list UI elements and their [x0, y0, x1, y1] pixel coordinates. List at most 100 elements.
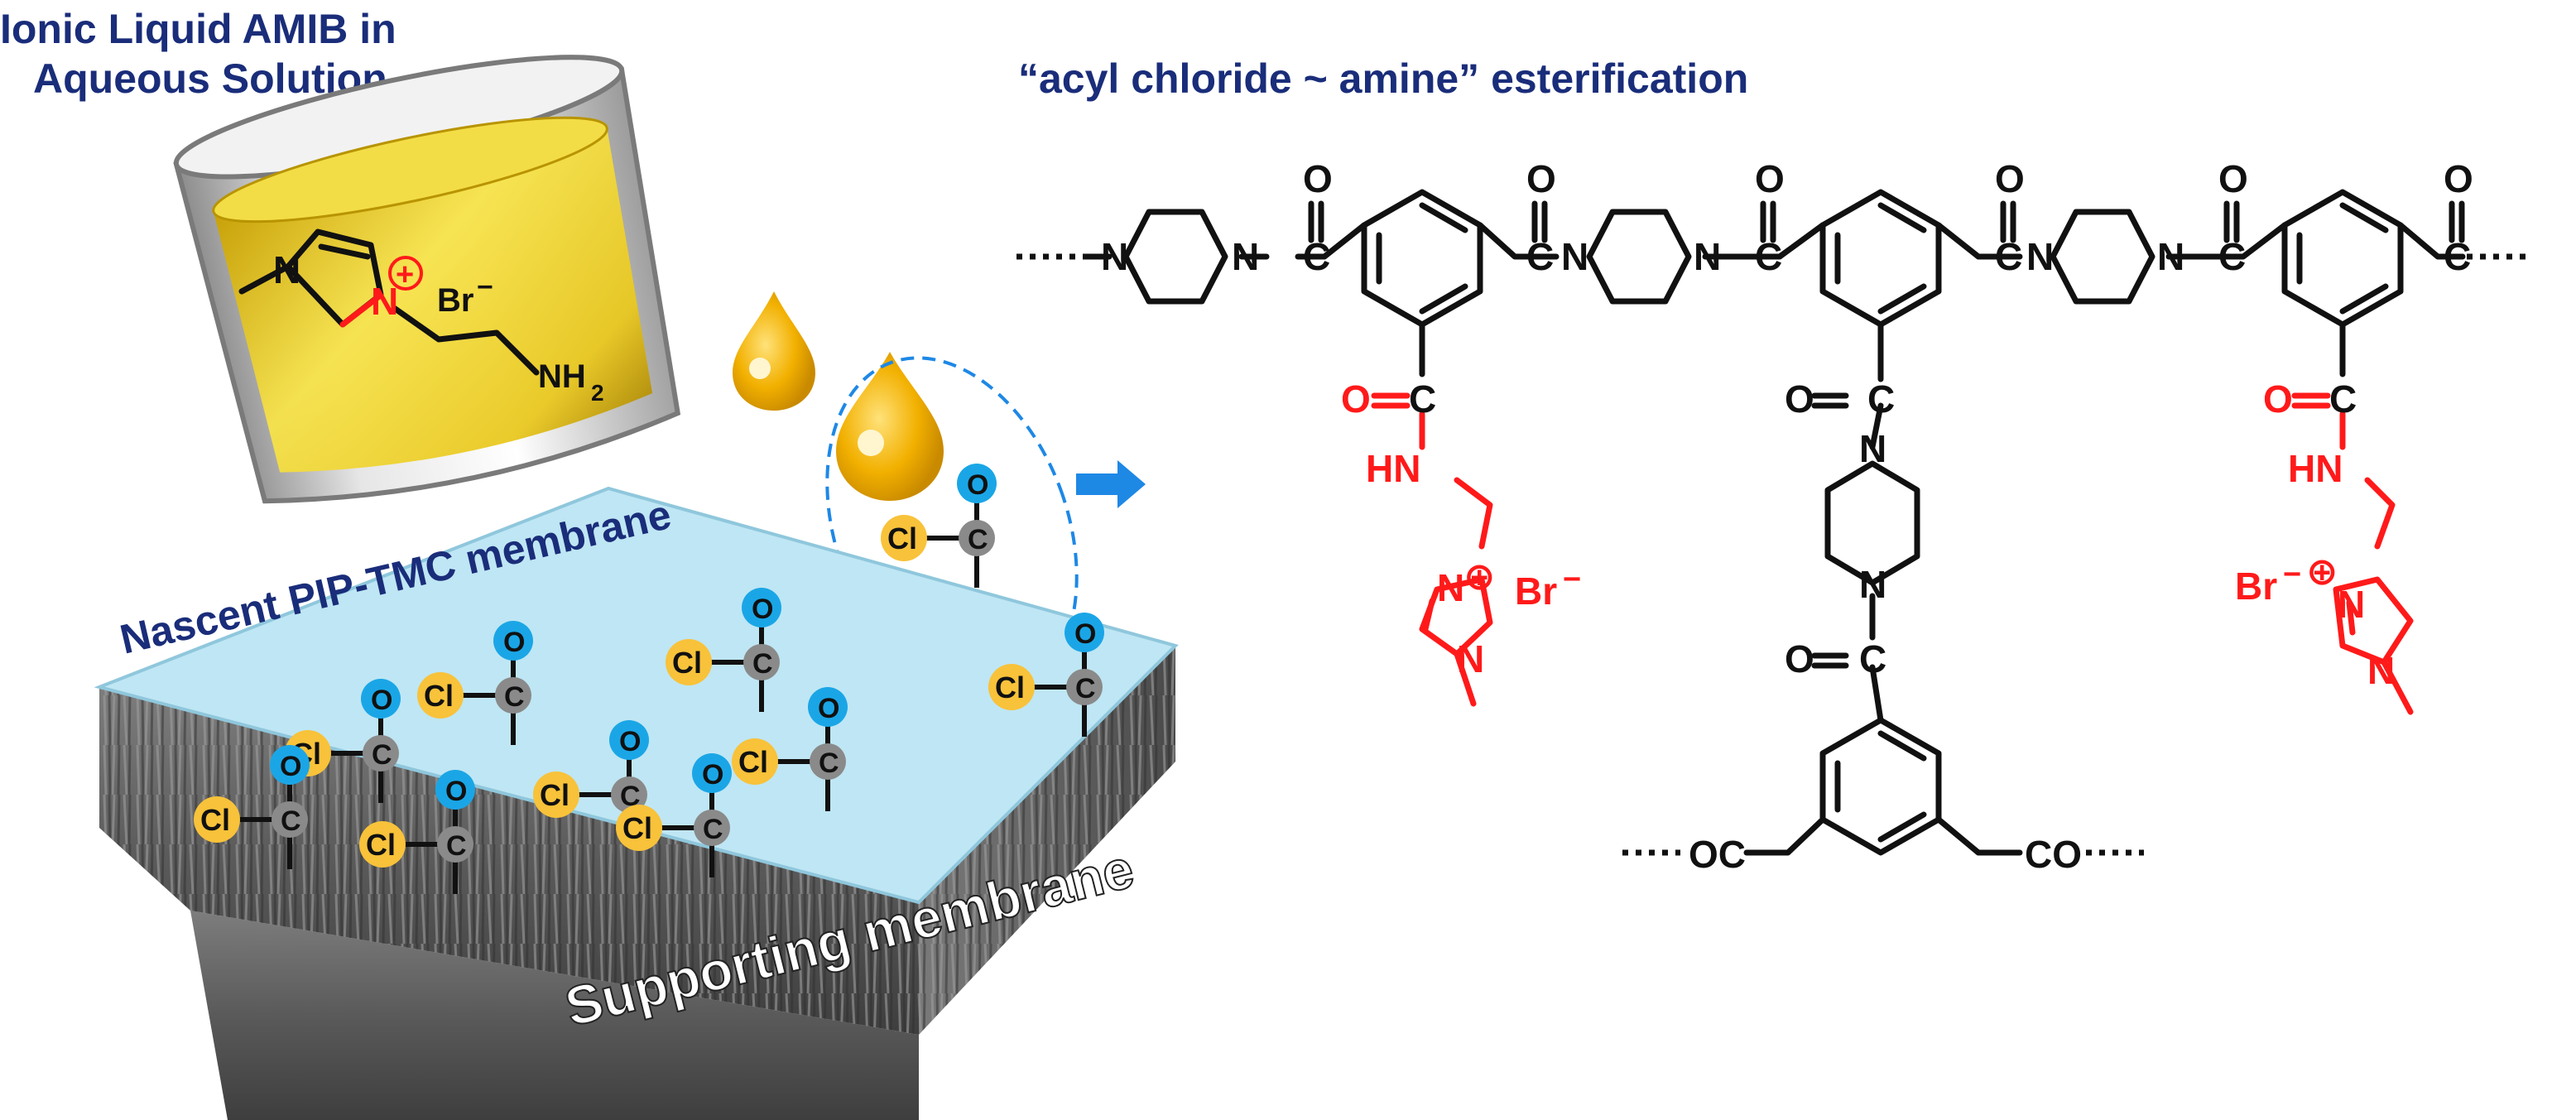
side1-atom-o: O [1341, 377, 1371, 421]
chlorine-label: Cl [995, 671, 1025, 704]
chlorine-label: Cl [738, 745, 768, 779]
carbon-label: C [703, 814, 723, 845]
atom-o-3: O [1755, 157, 1785, 200]
atom-n-1: N [1101, 235, 1128, 278]
atom-n-8: N [1859, 563, 1886, 606]
amib-molecule: N N + Br − NH 2 [238, 228, 604, 406]
cup-bromide: Br [437, 282, 473, 319]
chlorine-atom [881, 515, 927, 561]
oxygen-atom [270, 745, 310, 785]
acyl-chloride-group: Cl CO [881, 464, 997, 588]
oxygen-label: O [503, 627, 525, 658]
side2-bromide: Br [2235, 565, 2277, 608]
carbon-atom [694, 810, 730, 846]
carbon-atom [495, 677, 531, 714]
atom-co: CO [2025, 833, 2082, 876]
side1-atom-n2: N [1457, 637, 1484, 680]
oxygen-atom [808, 687, 848, 727]
chlorine-atom [359, 821, 406, 868]
title-ionic-liquid: Ionic Liquid AMIB in [0, 6, 396, 52]
benzene-4 [1819, 717, 1942, 856]
oxygen-atom [493, 621, 533, 661]
cup-nitrogen-1: N [273, 248, 300, 291]
title-esterification: “acyl chloride ~ amine” esterification [1018, 55, 1748, 102]
atom-c-1: C [1303, 235, 1330, 278]
beaker-illustration [173, 55, 681, 504]
oxygen-label: O [967, 469, 988, 501]
oxygen-atom [609, 720, 649, 760]
atom-c-7: C [1867, 377, 1895, 421]
chlorine-label: Cl [200, 803, 230, 837]
side1-bromide: Br [1515, 570, 1557, 613]
carbon-label: C [968, 524, 988, 555]
oxygen-atom [435, 770, 475, 810]
carbon-label: C [819, 747, 839, 779]
oxygen-atom [692, 753, 732, 793]
oxygen-label: O [280, 751, 301, 782]
carbon-atom [611, 776, 647, 813]
side2-atom-n: N [2338, 583, 2365, 626]
side1-atom-c: C [1409, 377, 1436, 421]
side2-atom-c: C [2329, 377, 2357, 421]
atom-n-4: N [1694, 235, 1721, 278]
atom-c-3: C [1755, 235, 1782, 278]
oxygen-label: O [1074, 618, 1096, 650]
carbon-label: C [504, 681, 525, 713]
oxygen-label: O [702, 759, 723, 791]
oxygen-atom [1065, 613, 1104, 652]
carbon-atom [437, 826, 473, 863]
atom-n-2: N [1232, 235, 1259, 278]
acyl-chloride-group: Cl CO [616, 753, 732, 877]
side1-atom-n: N [1437, 566, 1464, 609]
carbon-label: C [281, 805, 301, 837]
carbon-label: C [446, 830, 467, 862]
atom-o-5: O [2218, 157, 2248, 200]
chlorine-atom [988, 664, 1035, 710]
chlorine-label: Cl [887, 522, 917, 555]
cup-plus-sign: + [396, 257, 414, 292]
droplet-small [733, 291, 815, 411]
carbon-label: C [1075, 673, 1096, 704]
chlorine-label: Cl [672, 646, 702, 680]
chlorine-label: Cl [366, 828, 396, 862]
cup-nitrogen-2: N [371, 280, 398, 323]
atom-c-8: C [1859, 637, 1886, 680]
atom-o-8: O [1785, 637, 1814, 680]
benzene-1 [1361, 189, 1483, 328]
carbon-atom [810, 743, 846, 780]
carbon-atom [272, 801, 308, 838]
atom-o-1: O [1303, 157, 1333, 200]
oxygen-atom [742, 588, 781, 627]
chlorine-atom [194, 796, 240, 843]
carbon-atom [363, 735, 399, 772]
chlorine-atom [616, 805, 662, 851]
polymer-structure: N N C O C O N N C O C O N N C O C O O C … [1016, 157, 2533, 876]
oxygen-label: O [371, 685, 392, 716]
carbon-label: C [752, 648, 773, 680]
atom-n-6: N [2157, 235, 2184, 278]
atom-o-2: O [1526, 157, 1556, 200]
oxygen-label: O [619, 726, 641, 757]
side2-plus: ⊕ [2306, 550, 2338, 593]
droplet-large [836, 352, 944, 501]
atom-o-7: O [1785, 377, 1814, 421]
chlorine-label: Cl [622, 811, 652, 845]
chlorine-atom [666, 639, 712, 685]
atom-c-5: C [2218, 235, 2246, 278]
benzene-3 [2281, 189, 2404, 328]
chlorine-atom [417, 672, 464, 719]
cup-amine-subscript: 2 [591, 380, 604, 406]
acyl-chloride-group: Cl CO [194, 745, 310, 869]
piperazine-3 [2050, 209, 2155, 305]
oxygen-label: O [752, 594, 773, 625]
atom-n-5: N [2026, 235, 2054, 278]
side2-atom-n2: N [2367, 649, 2395, 692]
atom-c-2: C [1526, 235, 1554, 278]
atom-n-7: N [1859, 427, 1886, 470]
carbon-atom [959, 520, 995, 556]
piperazine-1 [1122, 209, 1228, 305]
chlorine-atom [533, 772, 579, 818]
